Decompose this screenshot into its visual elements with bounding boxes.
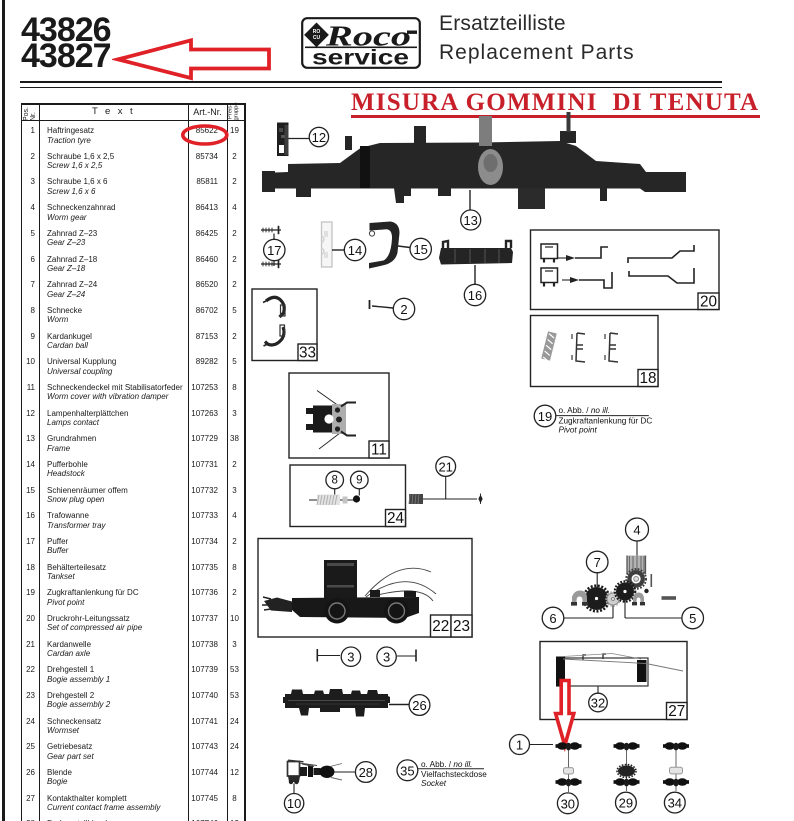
- svg-text:1: 1: [516, 738, 523, 753]
- svg-text:13: 13: [463, 213, 477, 228]
- svg-text:o. Abb. / no ill.: o. Abb. / no ill.: [559, 406, 610, 415]
- svg-text:9: 9: [356, 475, 362, 487]
- svg-text:19: 19: [538, 409, 552, 424]
- svg-text:12: 12: [312, 130, 326, 145]
- svg-text:Vielfachsteckdose: Vielfachsteckdose: [421, 770, 487, 779]
- svg-text:33: 33: [299, 344, 316, 361]
- svg-text:3: 3: [347, 650, 354, 665]
- svg-text:18: 18: [639, 370, 656, 387]
- svg-text:24: 24: [387, 510, 405, 527]
- svg-text:35: 35: [400, 763, 414, 778]
- svg-text:Pivot point: Pivot point: [559, 426, 598, 435]
- svg-text:service: service: [312, 47, 409, 70]
- svg-text:29: 29: [619, 796, 633, 811]
- svg-text:15: 15: [413, 242, 427, 257]
- svg-text:RO: RO: [313, 29, 321, 35]
- svg-text:26: 26: [412, 698, 426, 713]
- svg-text:CU: CU: [313, 35, 321, 41]
- svg-text:6: 6: [549, 611, 556, 626]
- svg-text:20: 20: [700, 293, 717, 310]
- svg-text:11: 11: [371, 442, 387, 459]
- svg-text:30: 30: [561, 796, 575, 811]
- svg-text:28: 28: [359, 765, 373, 780]
- svg-text:7: 7: [594, 555, 601, 570]
- svg-text:10: 10: [287, 796, 301, 811]
- svg-text:32: 32: [591, 696, 605, 711]
- svg-text:Zugkraftanlenkung für DC: Zugkraftanlenkung für DC: [559, 417, 653, 426]
- svg-text:4: 4: [633, 523, 640, 538]
- svg-text:21: 21: [438, 460, 452, 475]
- svg-text:34: 34: [668, 796, 682, 811]
- svg-text:8: 8: [331, 475, 337, 487]
- svg-text:3: 3: [383, 650, 390, 665]
- svg-text:22: 22: [432, 618, 449, 635]
- svg-text:Socket: Socket: [421, 779, 447, 788]
- svg-text:16: 16: [468, 288, 482, 303]
- svg-text:5: 5: [689, 611, 696, 626]
- svg-text:2: 2: [400, 302, 407, 317]
- svg-text:14: 14: [348, 243, 362, 258]
- svg-text:23: 23: [453, 618, 470, 635]
- svg-text:27: 27: [668, 703, 685, 720]
- svg-text:17: 17: [267, 243, 281, 258]
- svg-text:o. Abb. / no ill.: o. Abb. / no ill.: [421, 760, 472, 769]
